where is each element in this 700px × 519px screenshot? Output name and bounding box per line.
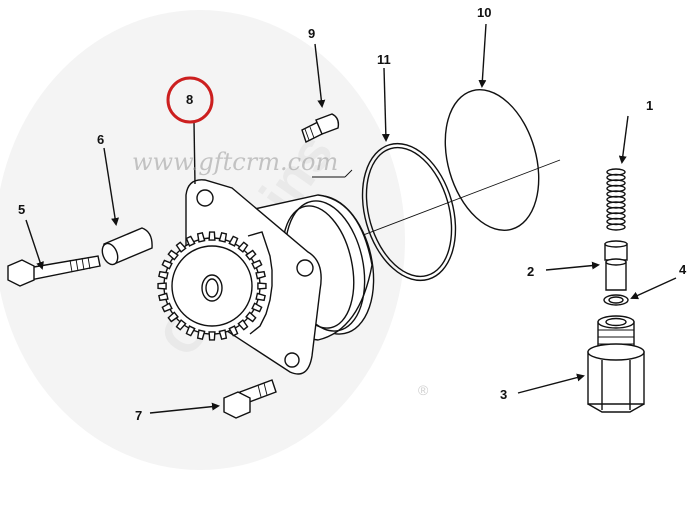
gear-tooth bbox=[208, 231, 216, 241]
part-11-oring bbox=[361, 142, 457, 282]
callout-1: 1 bbox=[646, 98, 653, 113]
gear-tooth bbox=[158, 270, 169, 280]
part-8-pump-assembly bbox=[157, 179, 375, 375]
gear-tooth bbox=[255, 292, 266, 302]
arrow-10 bbox=[478, 23, 487, 88]
gear-tooth bbox=[245, 249, 257, 261]
arrow-4 bbox=[630, 277, 677, 300]
gear-tooth bbox=[167, 249, 179, 261]
arrow-3 bbox=[517, 373, 585, 394]
gear-tooth bbox=[237, 319, 249, 331]
gear-tooth bbox=[167, 311, 179, 323]
part-2-plunger bbox=[604, 240, 628, 291]
gear-tooth bbox=[251, 302, 263, 313]
gear-tooth bbox=[228, 325, 239, 337]
gear-tooth bbox=[237, 241, 249, 253]
gear-tooth bbox=[196, 329, 206, 340]
callout-6: 6 bbox=[97, 132, 104, 147]
part-5-long-bolt bbox=[7, 255, 101, 287]
gear-tooth bbox=[228, 235, 239, 247]
part-7-short-bolt bbox=[223, 379, 277, 419]
callout-2: 2 bbox=[527, 264, 534, 279]
gear-tooth bbox=[158, 292, 169, 302]
callout-4: 4 bbox=[679, 262, 687, 277]
gear-tooth bbox=[185, 235, 196, 247]
callout-3: 3 bbox=[500, 387, 507, 402]
highlight-ring-8 bbox=[166, 76, 214, 124]
leader-8 bbox=[193, 121, 196, 185]
arrow-7 bbox=[149, 402, 220, 414]
arrow-6 bbox=[103, 147, 120, 226]
gear-tooth bbox=[196, 232, 206, 243]
leader-arrows bbox=[25, 23, 677, 414]
gear-tooth bbox=[251, 259, 263, 270]
part-9-plug-bolt bbox=[301, 113, 340, 143]
part-10-gasket bbox=[444, 89, 540, 231]
callout-9: 9 bbox=[308, 26, 315, 41]
gear-tooth bbox=[185, 325, 196, 337]
gear-tooth bbox=[161, 302, 173, 313]
arrow-11 bbox=[381, 67, 390, 142]
callout-11: 11 bbox=[377, 52, 391, 67]
gear-tooth bbox=[245, 311, 257, 323]
arrow-9 bbox=[314, 43, 326, 108]
arrow-5 bbox=[25, 219, 44, 270]
gear-tooth bbox=[257, 282, 267, 290]
gear-tooth bbox=[175, 319, 187, 331]
arrow-2 bbox=[545, 261, 600, 271]
callout-10: 10 bbox=[477, 5, 491, 20]
gear-tooth bbox=[175, 241, 187, 253]
gear-tooth bbox=[157, 282, 167, 290]
registered-mark: ® bbox=[418, 382, 429, 398]
gear-tooth bbox=[218, 232, 228, 243]
part-1-spring bbox=[606, 168, 626, 231]
part-4-oring bbox=[603, 294, 629, 306]
part-6-sleeve bbox=[101, 227, 153, 266]
arrow-1 bbox=[618, 115, 629, 164]
gear-tooth bbox=[255, 270, 266, 280]
callout-5: 5 bbox=[18, 202, 25, 217]
callout-8: 8 bbox=[186, 92, 193, 107]
callout-7: 7 bbox=[135, 408, 142, 423]
gear-tooth bbox=[161, 259, 173, 270]
gear-tooth bbox=[218, 329, 228, 340]
part-3-threaded-plug bbox=[587, 315, 645, 413]
gear-tooth bbox=[208, 331, 216, 341]
url-watermark: www.gftcrm.com bbox=[132, 148, 338, 176]
spring-coil bbox=[606, 223, 626, 231]
